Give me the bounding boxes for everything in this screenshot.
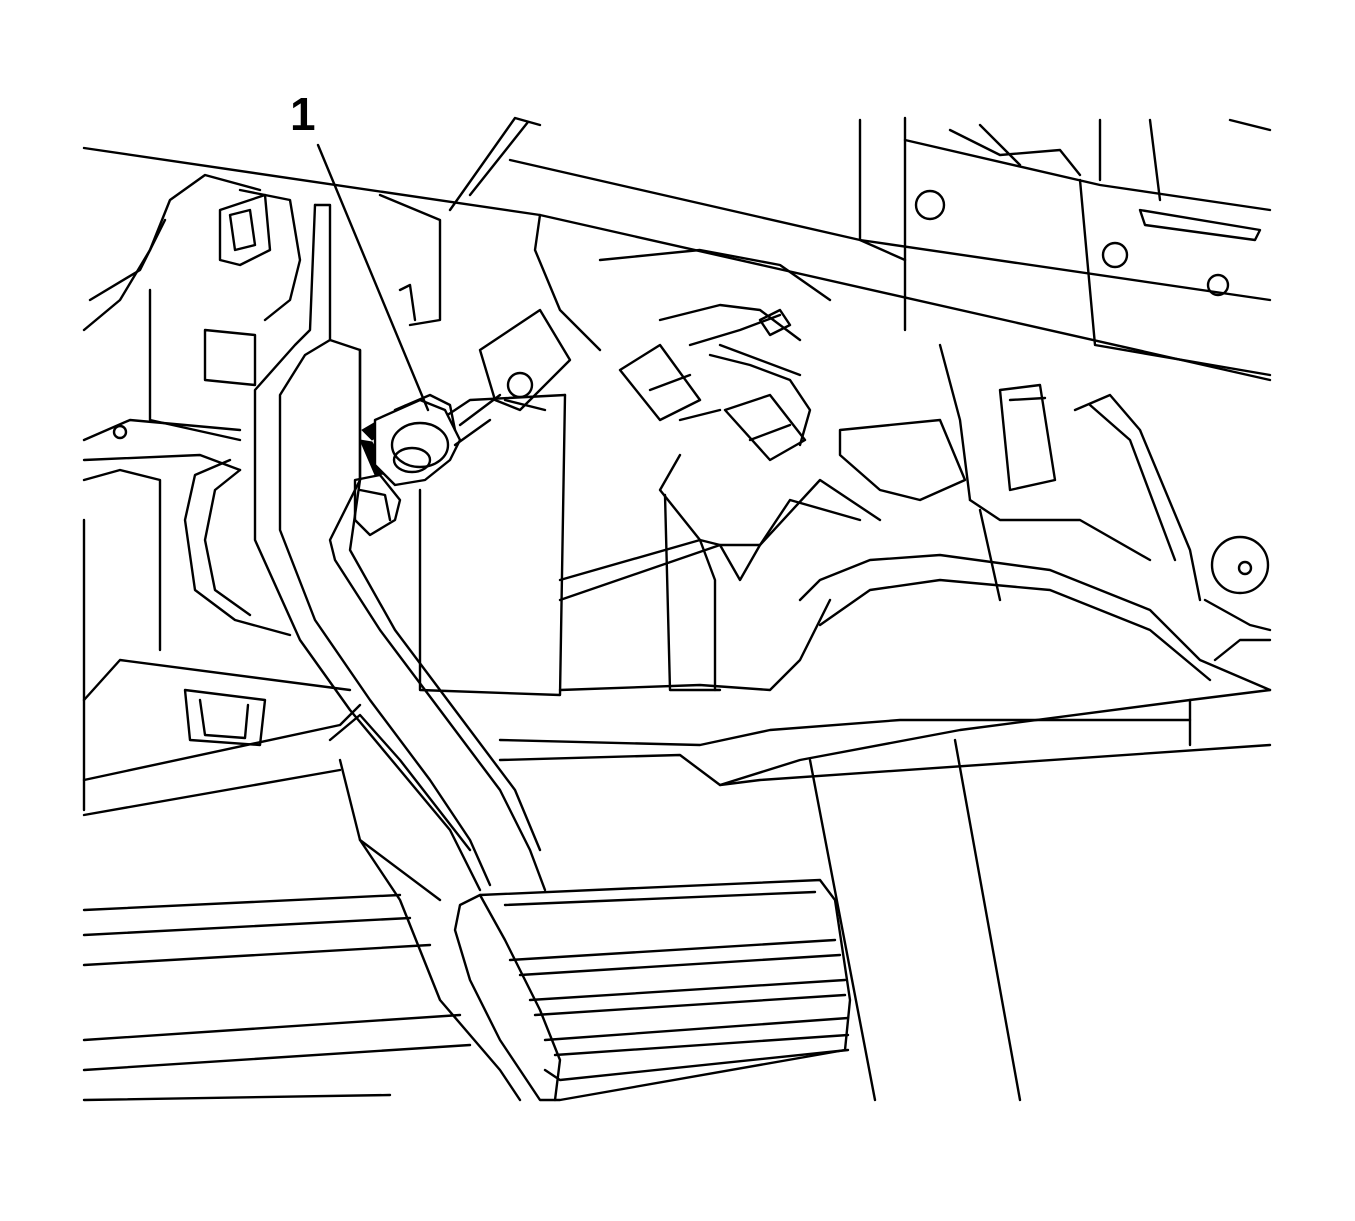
callout-leader-line (316, 143, 430, 412)
floor-mat (82, 713, 522, 1102)
right-bracket (838, 343, 1272, 662)
pedal-arm (253, 203, 547, 892)
clip (353, 393, 502, 537)
center-bracket (378, 193, 762, 697)
pedal-pad (453, 878, 852, 1102)
wiring-harness (598, 248, 832, 462)
left-bracket (82, 173, 362, 817)
floor-tunnel (498, 453, 1272, 1102)
dash-panel (82, 116, 1272, 382)
callout-1: 1 (290, 88, 430, 412)
callout-label-1: 1 (290, 88, 316, 140)
